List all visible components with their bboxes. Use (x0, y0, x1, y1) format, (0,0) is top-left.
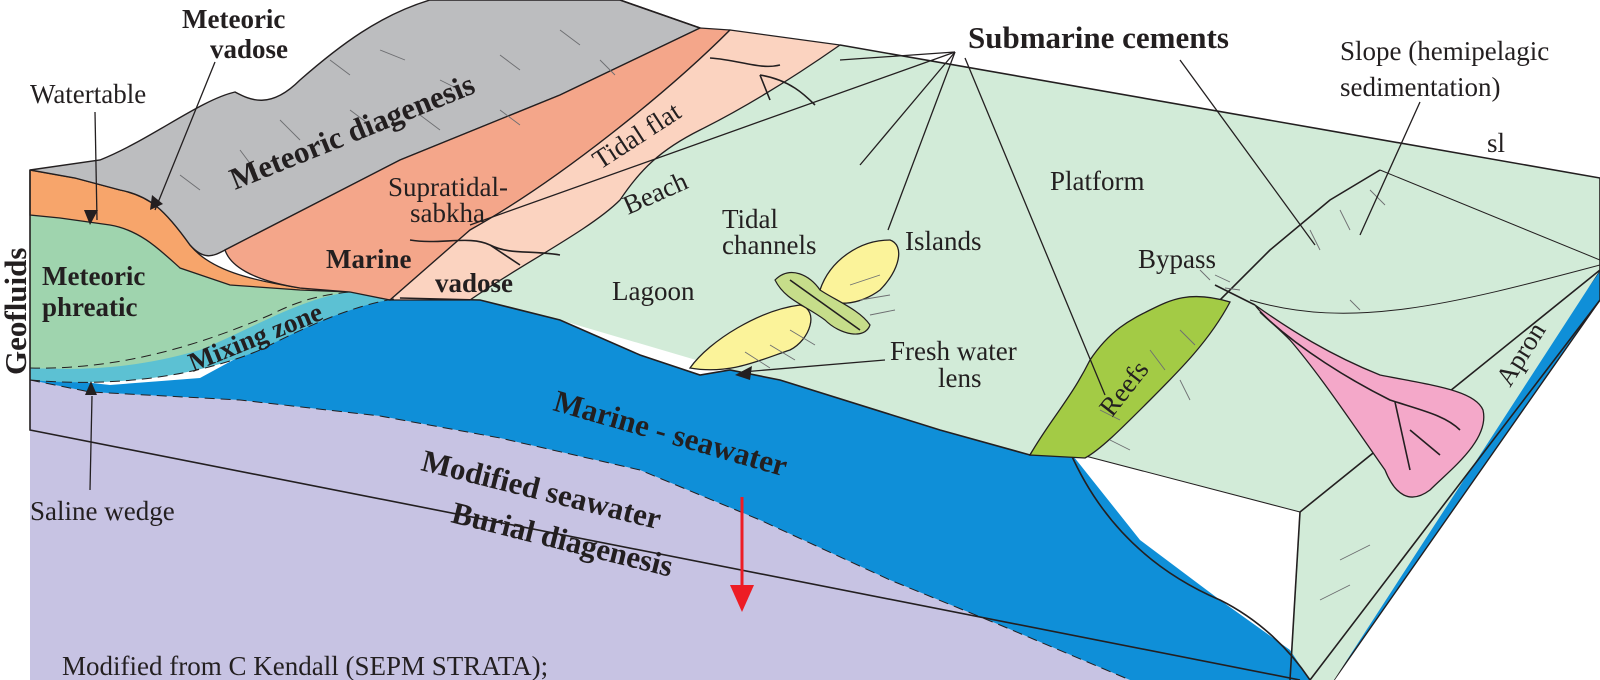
caption: Modified from C Kendall (SEPM STRATA); (62, 651, 548, 680)
label-slope-1: Slope (hemipelagic (1340, 36, 1549, 66)
burial-zone (30, 380, 1130, 680)
label-platform: Platform (1050, 166, 1145, 196)
label-supratidal-1: Supratidal- (388, 172, 508, 202)
label-meteoric-phreatic-2: phreatic (42, 292, 138, 322)
label-tidal-channels-1: Tidal (722, 204, 778, 234)
label-meteoric-vadose-2: vadose (210, 34, 288, 64)
reef-body (1028, 295, 1231, 459)
marine-seawater-zone (30, 298, 1310, 680)
label-watertable: Watertable (30, 79, 146, 109)
island-lower (688, 304, 812, 371)
label-marine: Marine (326, 244, 411, 274)
label-supratidal-2: sabkha (410, 198, 485, 228)
label-slope-2: sedimentation) (1340, 72, 1500, 102)
meteoric-hills (29, 0, 702, 257)
tidal-flat-zone (388, 29, 842, 301)
label-sl: sl (1487, 128, 1505, 158)
label-meteoric-phreatic-1: Meteoric (42, 261, 145, 291)
label-saline-wedge: Saline wedge (30, 496, 175, 526)
label-lagoon: Lagoon (612, 276, 695, 306)
label-tidal-channels-2: channels (722, 230, 816, 260)
label-bypass: Bypass (1138, 244, 1216, 274)
meteoric-phreatic-zone (30, 215, 350, 369)
label-fresh-water-lens-1: Fresh water (890, 336, 1017, 366)
label-islands: Islands (905, 226, 982, 256)
apron-fan (1254, 304, 1485, 498)
label-geofluids: Geofluids (0, 248, 33, 375)
label-vadose: vadose (435, 268, 513, 298)
island-upper (819, 239, 900, 304)
label-submarine-cements: Submarine cements (968, 20, 1229, 55)
label-fresh-water-lens-2: lens (938, 363, 982, 393)
label-meteoric-vadose-1: Meteoric (182, 4, 285, 34)
